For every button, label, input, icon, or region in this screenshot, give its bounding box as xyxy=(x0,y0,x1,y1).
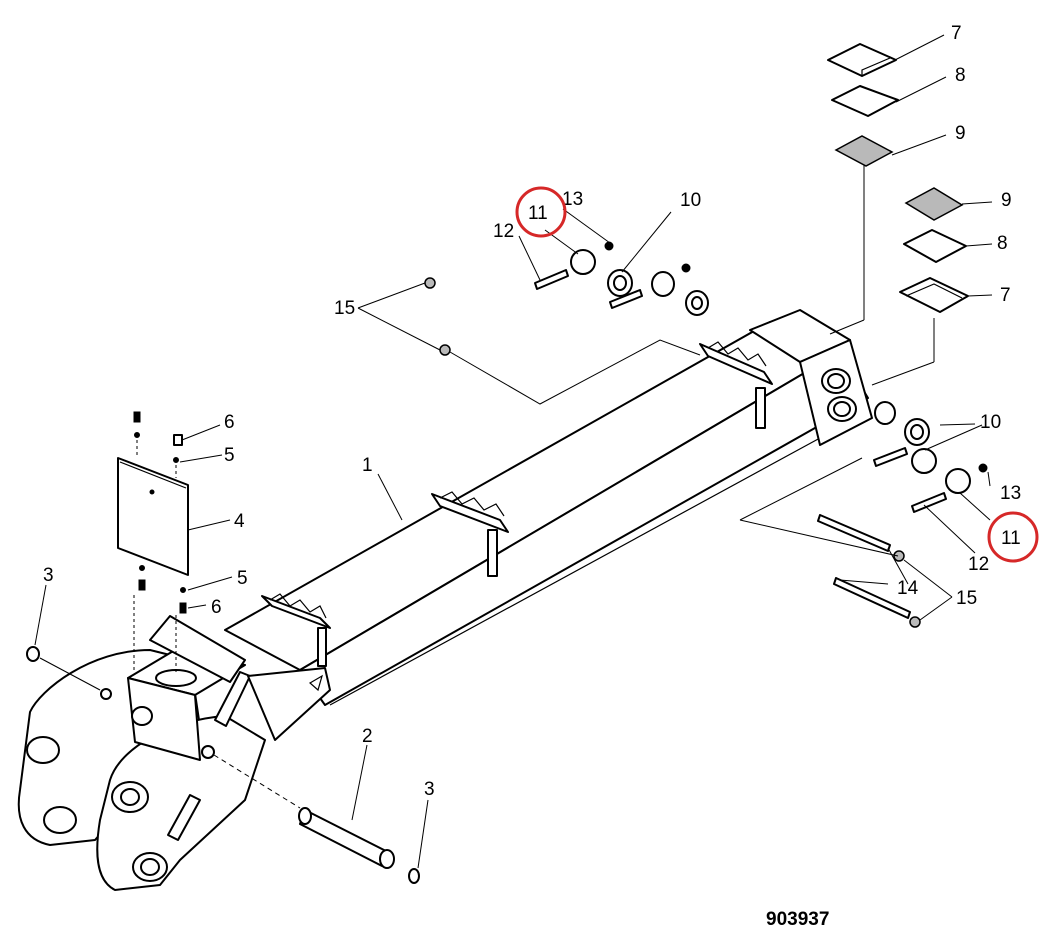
callout-10-side: 10 xyxy=(980,412,1001,433)
callout-9-side: 9 xyxy=(1001,190,1012,211)
callout-1: 1 xyxy=(362,455,373,476)
callout-12-top: 12 xyxy=(493,221,514,242)
pivot-pin-assembly xyxy=(26,646,420,884)
callout-13-side: 13 xyxy=(1000,483,1021,504)
callout-10-top: 10 xyxy=(680,190,701,211)
top-wear-pad-stack xyxy=(827,43,899,335)
side-wear-pad-stack xyxy=(871,187,969,386)
callout-2: 2 xyxy=(362,726,373,747)
highlight-circle-top xyxy=(515,186,567,238)
callout-7-side: 7 xyxy=(1000,285,1011,306)
callout-11-top: 11 xyxy=(528,203,548,224)
drawing-number: 903937 xyxy=(766,909,829,930)
callout-3-left: 3 xyxy=(43,565,54,586)
cable-guides xyxy=(261,341,773,667)
callout-labels: 7 8 9 9 8 7 10 10 13 13 12 12 15 15 14 1… xyxy=(43,23,1039,800)
callout-6-top: 6 xyxy=(224,412,235,433)
callout-7-top: 7 xyxy=(951,23,962,44)
callout-9-top: 9 xyxy=(955,123,966,144)
callout-15-top: 15 xyxy=(334,298,355,319)
lower-slider-assembly xyxy=(739,401,988,628)
callout-5-bottom: 5 xyxy=(237,568,248,589)
callout-11-side: 11 xyxy=(1001,528,1021,549)
callout-13-top: 13 xyxy=(562,189,583,210)
callout-8-side: 8 xyxy=(997,233,1008,254)
callout-3-right: 3 xyxy=(424,779,435,800)
callout-14: 14 xyxy=(897,578,919,599)
callout-15-side: 15 xyxy=(956,588,977,609)
callout-6-bottom: 6 xyxy=(211,597,222,618)
mount-plate-assembly xyxy=(117,411,189,672)
leader-lines xyxy=(34,34,993,869)
upper-slider-assembly xyxy=(424,241,709,405)
callout-5-top: 5 xyxy=(224,445,235,466)
callout-4: 4 xyxy=(234,511,245,532)
callout-12-side: 12 xyxy=(968,554,989,575)
boom-beam xyxy=(224,309,873,706)
pivot-end-plates xyxy=(17,615,331,891)
highlight-circle-side xyxy=(987,511,1039,563)
callout-8-top: 8 xyxy=(955,65,966,86)
